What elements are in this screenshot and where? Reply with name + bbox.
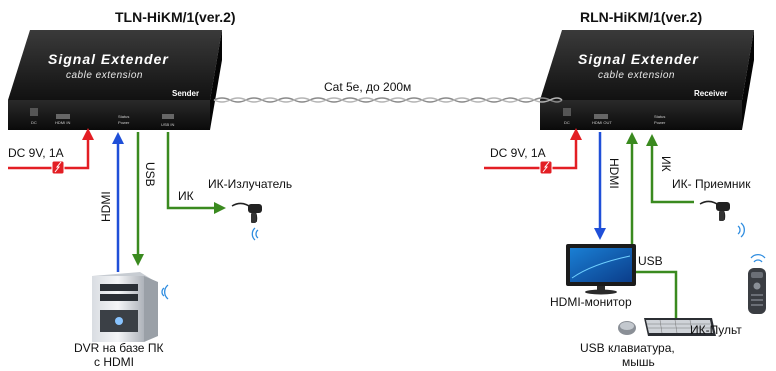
left-ir-label: ИК: [178, 189, 194, 203]
mouse-icon: [618, 321, 636, 335]
right-hdmi-line: [594, 132, 606, 240]
sender-hdmi-port: [56, 114, 70, 119]
keyboard-icon: [644, 318, 716, 336]
receiver-hdmi-port: [594, 114, 608, 119]
right-ir-label: ИК: [659, 156, 673, 172]
right-power-line: [484, 128, 582, 175]
ir-receiver-label: ИК- Приемник: [672, 177, 751, 191]
sender-role: Sender: [172, 89, 199, 98]
receiver-wireless-icon: [737, 222, 745, 238]
right-usb-label: USB: [638, 254, 663, 268]
sender-dc-label: DC: [31, 120, 37, 125]
sender-dc-port: [30, 108, 38, 116]
wireless-icon: [750, 254, 766, 263]
receiver-hdmi-label: HDMI OUT: [592, 120, 612, 125]
sender-power-label: Power: [118, 120, 130, 125]
receiver-status-label: Status: [654, 114, 665, 119]
left-hdmi-line: [112, 132, 124, 272]
monitor-icon: [566, 244, 636, 295]
cat5-cable: [213, 97, 563, 103]
receiver-brand: Signal Extender: [578, 51, 699, 67]
left-power-line: [8, 128, 94, 175]
receiver-power-label: Power: [654, 120, 666, 125]
right-ir-line: [646, 134, 694, 204]
sender-subtitle: cable extension: [66, 70, 143, 81]
sender-usb-label: USB IN: [161, 122, 174, 127]
receiver-dc-label: DC: [564, 120, 570, 125]
sender-title: TLN-HiKM/1(ver.2): [115, 9, 236, 25]
pc-label-line2: с HDMI: [94, 355, 134, 369]
remote-label: ИК-Пульт: [690, 323, 742, 337]
left-usb-label: USB: [143, 162, 157, 187]
ir-emitter-label: ИК-Излучатель: [208, 177, 292, 191]
pc-tower-icon: [92, 272, 158, 342]
right-power-label: DC 9V, 1A: [490, 146, 546, 160]
left-usb-line: [132, 132, 144, 266]
right-usb-line: [626, 132, 678, 320]
sender-usb-port: [162, 114, 174, 119]
monitor-label: HDMI-монитор: [550, 295, 632, 309]
pc-label-line1: DVR на базе ПК: [74, 341, 163, 355]
pc-wireless-icon: [161, 284, 169, 300]
left-hdmi-label: HDMI: [99, 191, 113, 222]
cable-label: Cat 5e, до 200м: [324, 80, 411, 94]
ir-receiver-icon: [699, 200, 730, 221]
power-arrow-icon: [82, 128, 94, 140]
receiver-subtitle: cable extension: [598, 70, 675, 81]
keyboard-label-line1: USB клавиатура,: [580, 341, 675, 355]
receiver-device: Signal Extender cable extension Receiver…: [540, 30, 754, 130]
sender-hdmi-label: HDMI IN: [55, 120, 70, 125]
receiver-dc-port: [563, 108, 571, 116]
right-hdmi-label: HDMI: [607, 158, 621, 189]
keyboard-label-line2: мышь: [622, 355, 655, 369]
ir-emitter-icon: [231, 202, 262, 223]
left-power-label: DC 9V, 1A: [8, 146, 64, 160]
receiver-role: Receiver: [694, 89, 727, 98]
wireless-icon: [251, 227, 259, 241]
left-ir-line: [166, 132, 226, 214]
remote-icon: [748, 268, 766, 314]
sender-status-label: Status: [118, 114, 129, 119]
sender-device: Signal Extender cable extension Sender D…: [8, 30, 222, 130]
receiver-title: RLN-HiKM/1(ver.2): [580, 9, 702, 25]
sender-brand: Signal Extender: [48, 51, 169, 67]
